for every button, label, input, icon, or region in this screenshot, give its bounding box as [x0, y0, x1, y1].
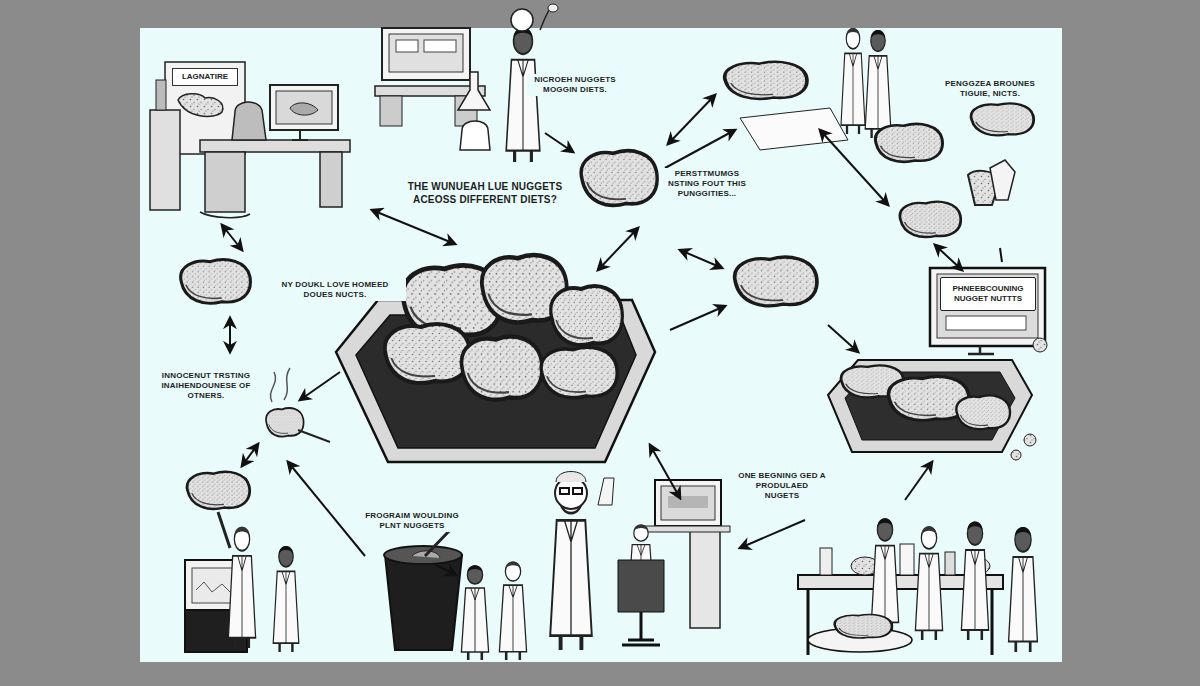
caption-text: INNOCENUT TRSTING INAIHENDOUNESE OF OTNE… — [149, 370, 263, 402]
caption-text: NICROEH NUGGETS MOGGIN DIETS. — [527, 74, 623, 96]
node-text: PHNEEBCOUNING NUGGET NUTTTS — [944, 284, 1032, 303]
node-text: LAGNATIRE — [182, 72, 228, 82]
monitor-screen: PHNEEBCOUNING NUGGET NUTTTS — [940, 277, 1036, 311]
caption-text: NY DOUKL LOVE HOMEED DOUES NUCTS. — [264, 279, 406, 301]
caption-text: FROGRAIM WOULDING PLNT NUGGETS — [363, 510, 461, 532]
poster-sign: LAGNATIRE — [172, 68, 238, 86]
caption-text: ONE BEGNING GED A PRODULAED NUGETS — [736, 470, 828, 502]
caption-text: THE WUNUEAH LUE NUGGETS ACEOSS DIFFERENT… — [401, 180, 569, 207]
caption-text: PERSTTMUMGS NSTING FOUT THIS PUNGGITIES.… — [660, 168, 754, 200]
caption-text: PENGGZEA BROUNES TIGUIE, NICTS. — [932, 78, 1048, 100]
